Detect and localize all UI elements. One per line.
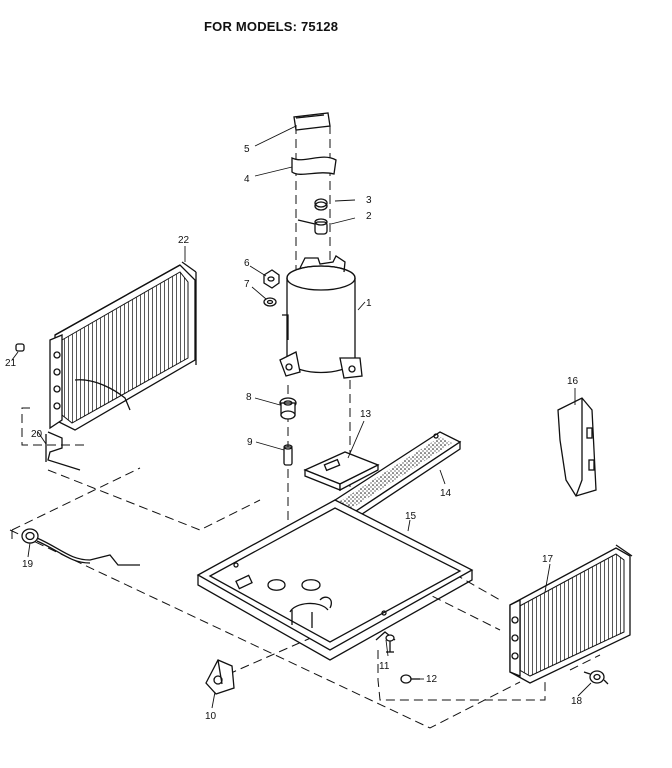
callout-15: 15 [405,511,417,522]
part-22-condenser-coil [49,261,197,431]
callout-10: 10 [205,711,217,722]
callout-2: 2 [366,211,372,222]
part-13-pad [303,451,380,492]
part-5-bracket [293,112,331,131]
callout-3: 3 [366,195,372,206]
part-21-clip [11,343,25,361]
callout-11: 11 [379,661,390,672]
callout-13: 13 [360,409,372,420]
part-8-grommet [279,397,297,420]
callout-16: 16 [567,376,579,387]
part-19-sensor [21,528,140,566]
callout-22: 22 [178,235,190,246]
part-18-fitting [583,670,609,685]
part-10-mount [205,659,235,695]
part-9-sleeve [283,444,293,466]
callout-9: 9 [247,437,253,448]
part-7-washer [263,297,277,307]
callout-19: 19 [22,559,34,570]
page-title: FOR MODELS: 75128 [204,19,339,34]
part-11-screw [385,634,395,653]
callout-8: 8 [246,392,252,403]
callout-18: 18 [571,696,583,707]
part-15-base-pan [196,499,474,661]
part-16-panel [557,397,597,497]
callout-1: 1 [366,298,372,309]
part-20-tube [45,431,81,471]
callout-20: 20 [31,429,43,440]
callout-leaders [27,125,592,709]
callout-5: 5 [244,144,250,155]
part-3-fitting [314,198,328,211]
part-4-cover [291,156,337,175]
part-17-evaporator-coil [509,544,633,684]
part-2-fitting [297,218,328,235]
callout-17: 17 [542,554,554,565]
callout-12: 12 [426,674,438,685]
callout-6: 6 [244,258,250,269]
part-14-insulation-strip [310,431,462,534]
callout-14: 14 [440,488,452,499]
callout-7: 7 [244,279,250,290]
callout-4: 4 [244,174,250,185]
callout-21: 21 [5,358,17,369]
callout-labels: 1 2 3 4 5 6 7 8 9 10 11 12 13 14 15 16 1… [5,144,583,722]
part-1-compressor [279,255,363,379]
part-6-nut [263,269,280,289]
